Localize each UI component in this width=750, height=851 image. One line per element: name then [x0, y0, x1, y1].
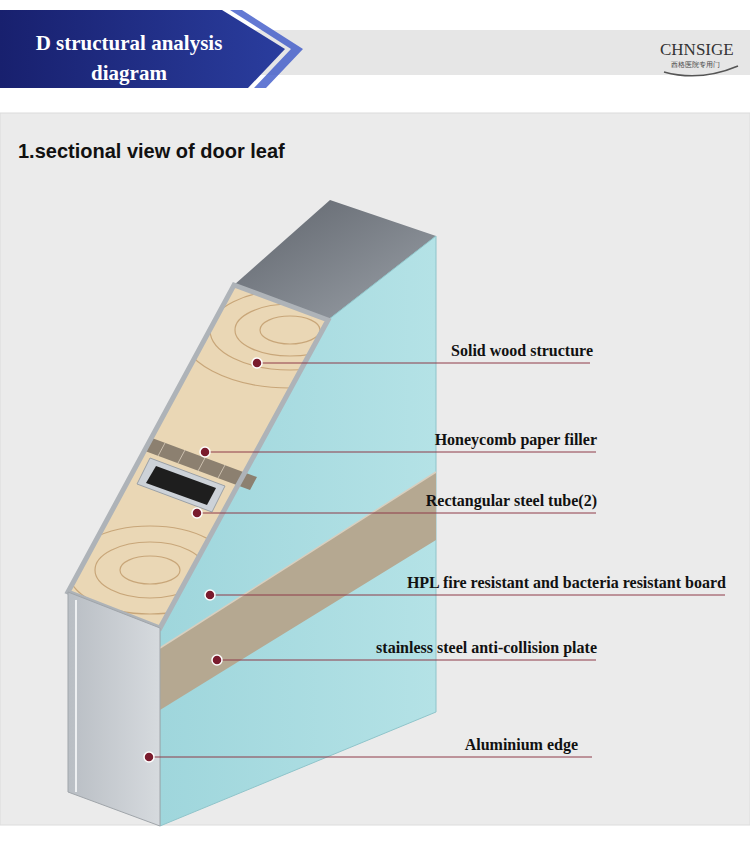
section-heading: 1.sectional view of door leaf	[18, 140, 285, 163]
steel-tube-hollow	[146, 466, 216, 505]
title-banner	[0, 10, 285, 88]
wood-section	[68, 285, 328, 628]
steel-tube	[137, 458, 225, 512]
callout-label: Aluminium edge	[465, 736, 578, 754]
wood-grain	[68, 272, 400, 614]
logo-subtext: 西格医院专用门	[671, 60, 720, 70]
callout-label: HPL fire resistant and bacteria resistan…	[407, 574, 726, 592]
callout-label: stainless steel anti-collision plate	[376, 639, 597, 657]
leader-lines	[149, 363, 725, 757]
aluminium-frame	[68, 285, 328, 628]
title-text: D structural analysis diagram	[4, 28, 254, 88]
panel	[0, 113, 750, 825]
logo-text: CHNSIGE	[660, 40, 734, 60]
callout-label: Solid wood structure	[451, 342, 593, 360]
callout-label: Rectangular steel tube(2)	[426, 492, 597, 510]
callout-dots	[144, 358, 262, 762]
edge-highlight	[75, 600, 77, 792]
callout-label: Honeycomb paper filler	[435, 431, 597, 449]
aluminium-edge	[68, 592, 160, 826]
banner-stripe	[230, 10, 303, 88]
